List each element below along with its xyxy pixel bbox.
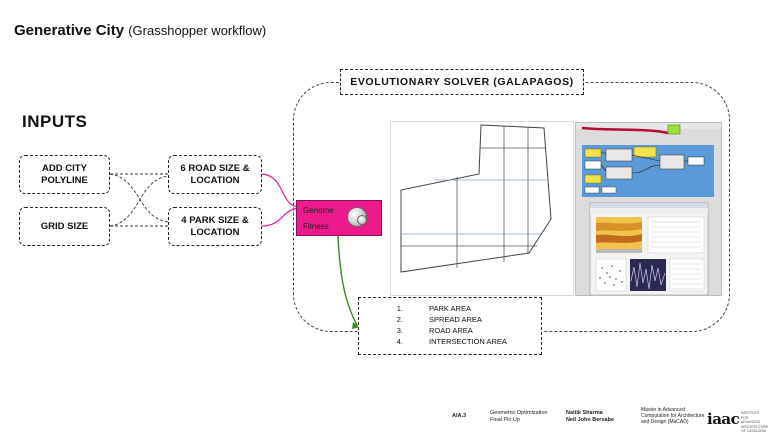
gh-node-5 [605,166,633,180]
galapagos-icon-small [357,215,367,225]
gh-small-node-b [601,186,617,194]
gh-node-8 [687,156,705,166]
gh-chart-strip [596,249,642,253]
gh-wave-line [630,262,666,290]
gh-solver-tabs [590,208,708,214]
footer-course-title: Geometric Optimization Final Pin Up [490,410,548,423]
gh-wires [600,152,688,174]
output-number: 4. [396,337,403,346]
output-number: 1. [396,304,403,313]
input-park-size: 4 PARK SIZE & LOCATION [168,207,262,246]
gh-list-panel [647,216,705,254]
title-main: Generative City [14,22,125,39]
output-item: 1. PARK AREA [359,303,541,314]
gh-wave-panel [630,259,666,291]
output-item: 2. SPREAD AREA [359,314,541,325]
gh-chart-band-1 [596,222,642,231]
gh-node-6 [633,146,657,158]
fitness-port: Fitness [303,222,329,231]
gh-values-panel [669,258,705,292]
genome-port: Genome [303,206,334,215]
output-label: PARK AREA [429,304,471,313]
gh-small-node-a [584,186,600,194]
output-item: 3. ROAD AREA [359,325,541,336]
connector-polyline-to-park [109,173,169,223]
grasshopper-canvas-drawing [576,123,721,295]
gh-node-3 [584,174,602,184]
city-outline [400,124,552,273]
fitness-outputs-list: 1. PARK AREA 2. SPREAD AREA 3. ROAD AREA… [358,297,542,355]
grasshopper-screenshot [575,122,722,296]
output-item: 4. INTERSECTION AREA [359,336,541,347]
footer-course-code: AIA.3 [452,413,467,419]
connector-road-to-genome [261,173,299,208]
galapagos-component: Genome Fitness [296,200,382,236]
iaac-logo-note: INSTITUTE FOR ADVANCED ARCHITECTURE OF C… [741,411,768,433]
footer-authors: Naitik Sharma Neil John Bersabe [566,410,614,423]
gh-node-4 [605,148,633,162]
city-plan-screenshot [390,121,574,296]
iaac-logo: iaac [707,410,740,428]
inputs-heading: INPUTS [22,112,88,131]
gh-red-wire [581,126,669,135]
connector-grid-to-road [109,175,169,227]
output-label: ROAD AREA [429,326,473,335]
output-number: 2. [396,315,403,324]
input-road-size: 6 ROAD SIZE & LOCATION [168,155,262,194]
footer-program: Master in Advanced Computation for Archi… [641,407,705,425]
gh-solver-titlebar [590,203,708,208]
output-label: SPREAD AREA [429,315,482,324]
gh-scatter-points [599,265,623,286]
gh-scatter-panel [595,258,627,292]
output-label: INTERSECTION AREA [429,337,507,346]
gh-values-lines [672,263,702,290]
gh-node-1 [584,148,602,158]
gh-list-lines [651,221,701,248]
gh-chart-band-2 [596,234,642,243]
connector-fitness-to-outputs [337,235,358,326]
page-title: Generative City (Grasshopper workflow) [14,22,266,39]
gh-node-2 [584,160,602,170]
city-plan-drawing [400,124,552,273]
connector-park-to-genome [261,207,299,227]
output-number: 3. [396,326,403,335]
input-add-city-polyline: ADD CITY POLYLINE [19,155,110,194]
gh-chart-area [596,217,642,249]
gh-green-node [667,124,681,135]
title-subtitle: (Grasshopper workflow) [128,23,267,38]
gh-node-7 [659,154,685,170]
input-grid-size: GRID SIZE [19,207,110,246]
gh-top-bar [576,123,721,129]
solver-title: EVOLUTIONARY SOLVER (GALAPAGOS) [340,69,584,95]
